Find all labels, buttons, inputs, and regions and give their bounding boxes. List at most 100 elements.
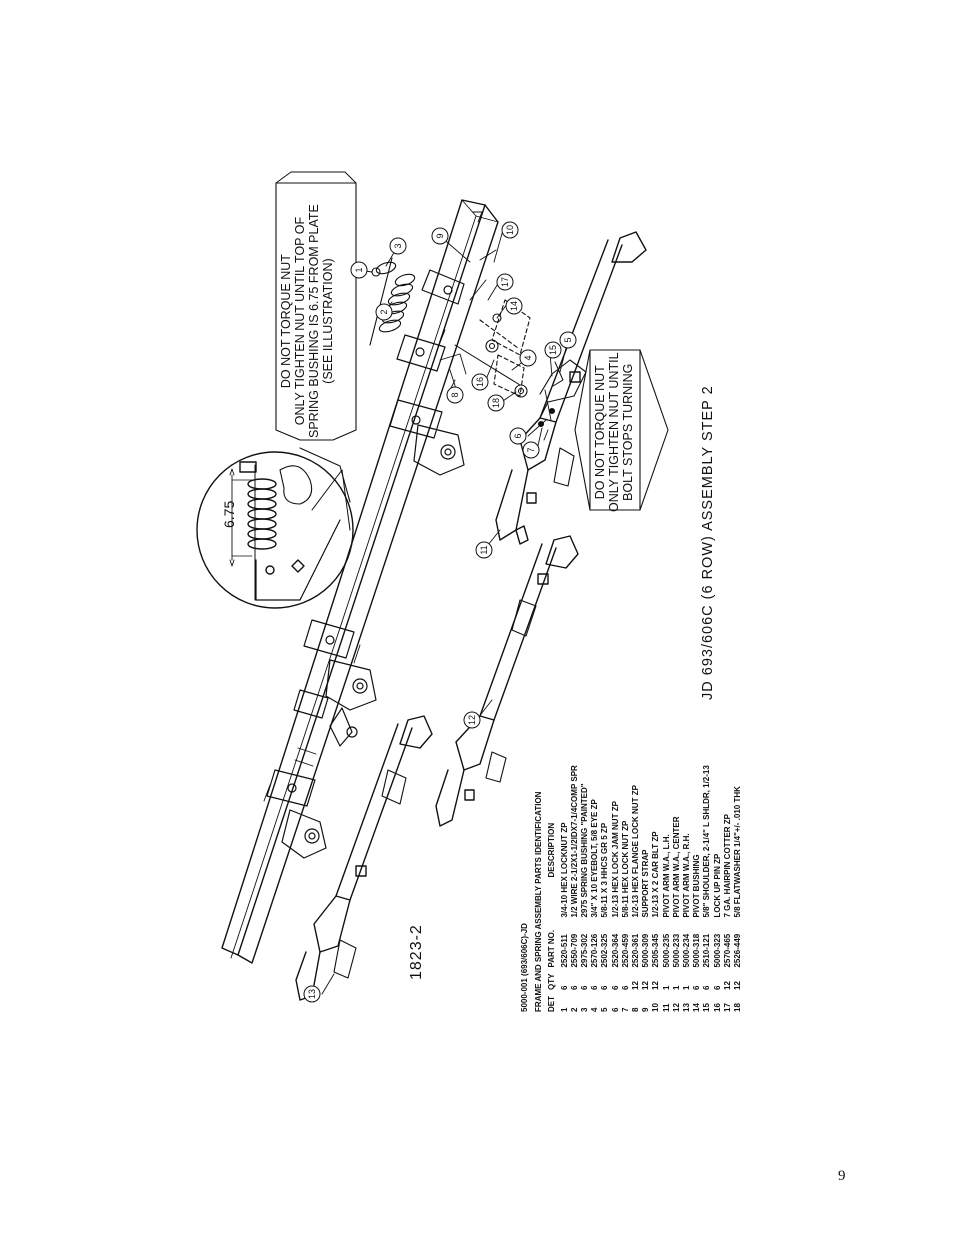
callout-9: 9	[431, 227, 449, 245]
pivot-arm-lower	[295, 715, 433, 1001]
cell-description: PIVOT ARM W.A., R.H.	[682, 833, 692, 918]
page-number: 9	[838, 1168, 846, 1184]
parts-list-title: FRAME AND SPRING ASSEMBLY PARTS IDENTIFI…	[534, 791, 544, 1012]
cell-det: 13	[682, 1003, 692, 1012]
cell-qty: 6	[702, 985, 712, 990]
detail-view	[196, 447, 354, 609]
cell-description: 3/4" X 10 EYEBOLT, 5/8 EYE ZP	[590, 799, 600, 918]
callout-number: 11	[479, 545, 489, 554]
cell-det: 15	[702, 1003, 712, 1012]
cell-part-no: 5000-309	[641, 933, 651, 968]
cell-det: 16	[712, 1003, 722, 1012]
cell-part-no: 5000-323	[712, 933, 722, 968]
callout-number: 15	[548, 345, 558, 355]
callout-circle	[471, 373, 489, 391]
cell-description: SUPPORT STRAP	[641, 849, 651, 918]
cell-qty: 6	[559, 985, 569, 990]
callout-circle	[375, 303, 393, 321]
cell-qty: 12	[722, 981, 732, 990]
callout-16: 16	[471, 373, 489, 391]
callout-circle	[522, 441, 540, 459]
cell-det: 1	[559, 1007, 569, 1012]
cell-description: 3/4-10 HEX LOCKNUT ZP	[559, 822, 569, 918]
callout-circle	[446, 386, 464, 404]
cell-qty: 6	[620, 985, 630, 990]
cell-qty: 6	[600, 985, 610, 990]
cell-part-no: 5000-235	[661, 933, 671, 968]
callout-circle	[303, 985, 321, 1003]
callout-14: 14	[505, 297, 523, 315]
note-line: DO NOT TORQUE NUT	[593, 365, 607, 500]
cell-qty: 12	[651, 981, 661, 990]
cell-det: 3	[580, 1007, 590, 1012]
spring-assembly	[369, 249, 564, 441]
callout-circle	[487, 394, 505, 412]
callout-5: 5	[559, 331, 577, 349]
cell-det: 11	[661, 1003, 671, 1012]
callout-number: 7	[526, 447, 536, 452]
note-spring-bushing: DO NOT TORQUE NUT ONLY TIGHTEN NUT UNTIL…	[279, 204, 335, 438]
note-line: DO NOT TORQUE NUT	[279, 254, 293, 389]
callout-number: 5	[563, 337, 573, 342]
callout-number: 14	[509, 301, 519, 311]
table-row: 13 1 5000-234 PIVOT ARM W.A., R.H.	[682, 759, 692, 1012]
figure-id: 1823-2	[408, 924, 425, 980]
cell-qty: 6	[580, 985, 590, 990]
callout-number: 10	[505, 225, 515, 235]
note-line: (SEE ILLUSTRATION)	[321, 258, 335, 384]
callout-number: 2	[379, 309, 389, 314]
cell-part-no: 2520-511	[559, 934, 569, 968]
cell-det: 18	[733, 1003, 743, 1012]
callout-number: 18	[491, 398, 501, 408]
cell-description: 5/8-11 X 3 HHCS GR 5 ZP	[600, 822, 610, 918]
parts-assembly-number: 5000-001 (693/606C)-JD	[520, 923, 529, 1012]
cell-description: 1/2 WIRE 2-1/2X1-1/2IDX7-1/4COMP SPR	[569, 765, 579, 918]
callout-10: 10	[501, 221, 519, 239]
callout-number: 4	[523, 355, 533, 360]
note-line: ONLY TIGHTEN NUT UNTIL	[607, 352, 621, 512]
note-bolt: DO NOT TORQUE NUT ONLY TIGHTEN NUT UNTIL…	[593, 352, 635, 512]
callout-number: 9	[435, 233, 445, 238]
cell-qty: 1	[661, 985, 671, 990]
header-det: DET	[547, 996, 557, 1012]
callout-number: 17	[500, 277, 510, 287]
cell-part-no: 2570-126	[590, 933, 600, 968]
callout-6: 6	[509, 427, 527, 445]
cell-part-no: 2520-364	[610, 933, 620, 968]
callout-1: 1	[350, 261, 368, 279]
dimension-label: 6.75	[221, 500, 237, 528]
cell-part-no: 2510-121	[702, 933, 712, 968]
callout-2: 2	[375, 303, 393, 321]
cell-det: 14	[692, 1003, 702, 1012]
cell-part-no: 5000-318	[692, 933, 702, 968]
cell-qty: 1	[682, 985, 692, 990]
pivot-arm-upper	[495, 231, 647, 545]
cell-part-no: 2520-361	[631, 933, 641, 968]
cell-qty: 12	[733, 981, 743, 990]
cell-description: PIVOT BUSHING	[692, 854, 702, 918]
cell-part-no: 5000-234	[682, 933, 692, 968]
callout-circle	[505, 297, 523, 315]
cell-qty: 6	[590, 985, 600, 990]
callout-circle	[389, 237, 407, 255]
cell-description: 1/2-13 HEX FLANGE LOCK NUT ZP	[631, 785, 641, 918]
callout-8: 8	[446, 386, 464, 404]
callout-number: 3	[393, 243, 403, 248]
callout-7: 7	[522, 441, 540, 459]
callout-circle	[544, 341, 562, 359]
cell-description: 7 GA. HAIRPIN COTTER ZP	[722, 813, 732, 918]
callout-number: 13	[307, 989, 317, 999]
callout-17: 17	[496, 273, 514, 291]
